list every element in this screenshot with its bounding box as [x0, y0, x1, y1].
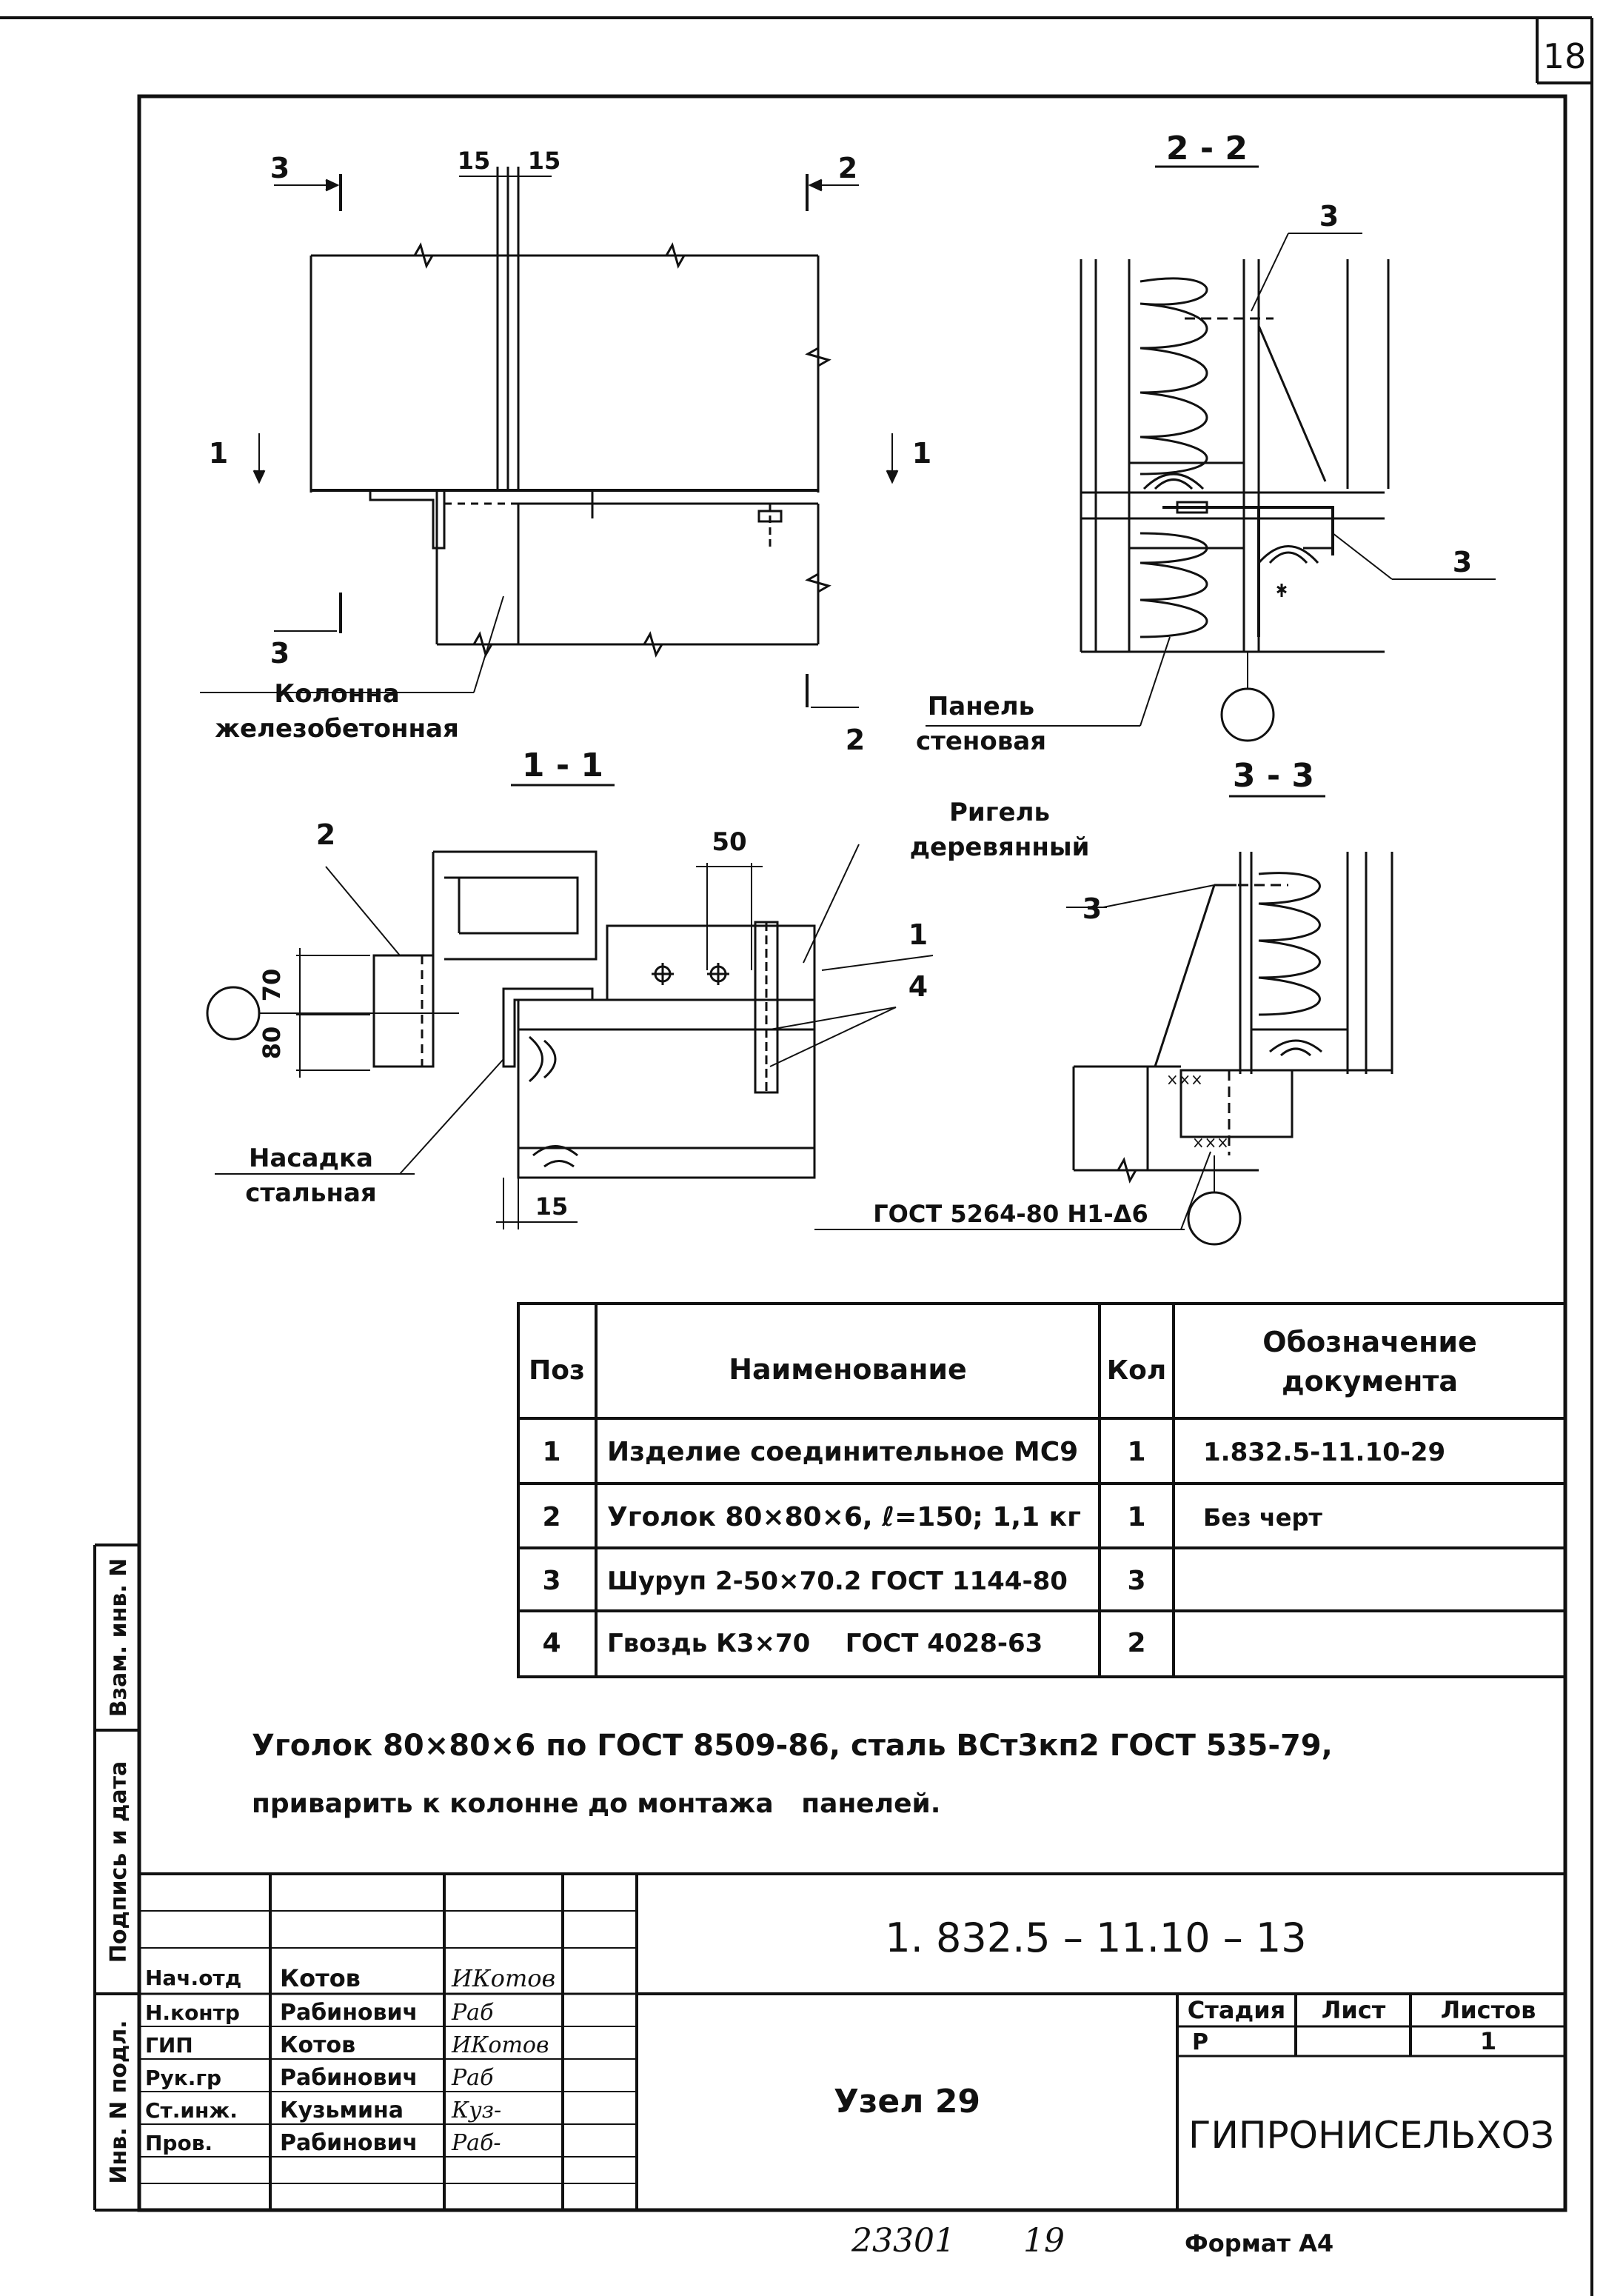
staff-role-2: Н.контр	[145, 2000, 240, 2025]
spec-row-3-pos: 3	[542, 1566, 560, 1596]
staff-name-4: Рабинович	[280, 2065, 418, 2091]
spec-row-4-pos: 4	[542, 1628, 560, 1658]
drawing-title: Узел 29	[834, 2083, 980, 2120]
spec-row-1-pos: 1	[542, 1437, 560, 1467]
section-3-3: ××× ×××	[814, 795, 1393, 1246]
staff-sign-4: Раб	[451, 2065, 494, 2091]
section-3-3-label-3: 3	[1082, 892, 1102, 925]
spec-row-3-name: Шуруп 2-50×70.2 ГОСТ 1144-80	[607, 1566, 1068, 1596]
stage-header: Стадия	[1188, 1996, 1285, 2024]
note-line-1: Уголок 80×80×6 по ГОСТ 8509-86, сталь ВС…	[252, 1729, 1333, 1763]
section-2-2-label-3a: 3	[1319, 200, 1339, 233]
nasadka-label-2: стальная	[245, 1178, 376, 1208]
spec-row-1-name: Изделие соединительное МС9	[607, 1437, 1078, 1467]
section-1-1-label-2: 2	[316, 818, 335, 851]
sheet-frame	[0, 16, 1593, 2296]
spec-row-2-qty: 1	[1127, 1502, 1145, 1532]
section-2-2-label-3b: 3	[1453, 546, 1472, 578]
section-1-1-dim-70: 70	[258, 969, 286, 1002]
plan-dim-left: 15	[458, 147, 491, 175]
footer-sheet-number: 19	[1023, 2222, 1065, 2260]
title-block-grid	[139, 1872, 1565, 2210]
side-label-inv: Инв. N подл.	[106, 2020, 132, 2183]
staff-sign-6: Раб-	[451, 2130, 501, 2156]
spec-row-2-pos: 2	[542, 1502, 560, 1532]
cut-3-top-label: 3	[270, 152, 290, 184]
panel-label-1: Панель	[928, 692, 1034, 721]
sheets-value: 1	[1480, 2027, 1496, 2055]
cut-2-top-label: 2	[838, 152, 857, 184]
column-label-2: железобетонная	[215, 714, 459, 744]
spec-row-3-qty: 3	[1127, 1566, 1145, 1596]
spec-row-4-name: Гвоздь К3×70 ГОСТ 4028-63	[607, 1629, 1043, 1658]
cut-1-right-label: 1	[912, 437, 931, 470]
cut-3-bottom-label: 3	[270, 637, 290, 670]
section-1-1-dim-15: 15	[535, 1192, 569, 1221]
spec-row-1-qty: 1	[1127, 1437, 1145, 1467]
section-2-2	[926, 165, 1496, 742]
spec-header-doc-1: Обозначение	[1262, 1326, 1476, 1358]
side-label-vzam: Взам. инв. N	[106, 1558, 132, 1718]
section-2-2-title: 2 - 2	[1166, 130, 1248, 167]
staff-sign-5: Куз-	[451, 2098, 501, 2123]
spec-row-1-doc: 1.832.5-11.10-29	[1203, 1438, 1445, 1467]
staff-sign-1: ИКотов	[451, 1964, 555, 1992]
staff-sign-3: ИКотов	[451, 2032, 549, 2058]
page-number: 18	[1543, 36, 1587, 76]
section-1-1	[206, 784, 934, 1229]
staff-role-1: Нач.отд	[145, 1966, 241, 1990]
format-label: Формат А4	[1185, 2229, 1333, 2257]
staff-role-3: ГИП	[145, 2033, 193, 2058]
section-1-1-dim-50: 50	[712, 827, 746, 857]
section-1-1-label-1: 1	[908, 918, 928, 951]
spec-row-4-qty: 2	[1127, 1628, 1145, 1658]
archive-number: 23301	[851, 2222, 955, 2260]
cut-2-bottom-label: 2	[846, 724, 865, 756]
spec-header-pos: Поз	[529, 1355, 585, 1386]
spec-table-grid	[517, 1302, 1567, 1678]
column-label-1: Колонна	[274, 679, 399, 709]
section-1-1-dim-80: 80	[258, 1027, 286, 1060]
document-code: 1. 832.5 – 11.10 – 13	[885, 1915, 1306, 1961]
spec-header-qty: Кол	[1107, 1355, 1167, 1386]
weld-note: ГОСТ 5264-80 Н1-Δ6	[873, 1200, 1148, 1228]
side-label-podpis: Подпись и дата	[106, 1761, 132, 1963]
section-3-3-title: 3 - 3	[1233, 757, 1314, 795]
spec-header-name: Наименование	[729, 1353, 967, 1386]
sheets-header: Листов	[1441, 1996, 1536, 2024]
staff-sign-2: Раб	[451, 2000, 494, 2026]
spec-row-2-doc: Без черт	[1203, 1504, 1322, 1532]
staff-name-3: Котов	[280, 2032, 355, 2058]
rigel-label-1: Ригель	[949, 798, 1050, 827]
cut-1-left-label: 1	[209, 437, 228, 470]
organization-name: ГИПРОНИСЕЛЬХОЗ	[1188, 2114, 1554, 2157]
note-line-2: приварить к колонне до монтажа панелей.	[252, 1789, 940, 1819]
rigel-label-2: деревянный	[910, 832, 1090, 862]
section-1-1-title: 1 - 1	[522, 747, 603, 784]
staff-role-6: Пров.	[145, 2131, 213, 2155]
nasadka-label-1: Насадка	[249, 1144, 373, 1173]
spec-row-2-name: Уголок 80×80×6, ℓ=150; 1,1 кг	[607, 1502, 1081, 1532]
staff-name-6: Рабинович	[280, 2130, 418, 2156]
spec-header-doc-2: документа	[1282, 1365, 1458, 1398]
staff-name-2: Рабинович	[280, 2000, 418, 2026]
staff-name-1: Котов	[280, 1964, 361, 1992]
staff-role-5: Ст.инж.	[145, 2098, 238, 2123]
sheet-header: Лист	[1322, 1996, 1386, 2024]
svg-text:×××: ×××	[1192, 1134, 1229, 1152]
staff-role-4: Рук.гр	[145, 2066, 221, 2090]
plan-view	[200, 167, 899, 708]
plan-dim-right: 15	[528, 147, 561, 175]
section-1-1-label-4: 4	[908, 970, 928, 1003]
svg-text:×××: ×××	[1166, 1071, 1203, 1089]
panel-label-2: стеновая	[916, 727, 1046, 756]
stage-value: Р	[1192, 2029, 1208, 2055]
staff-name-5: Кузьмина	[280, 2098, 404, 2123]
